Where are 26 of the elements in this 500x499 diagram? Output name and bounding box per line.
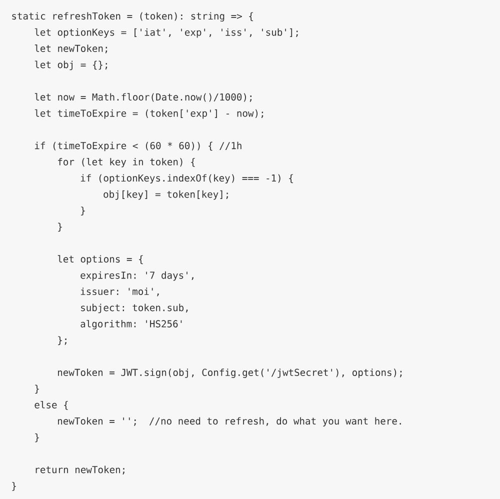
code-line: else { <box>34 400 68 410</box>
code-line: newToken = ''; <box>58 417 136 426</box>
code-line: //no need to refresh, do what you want here. <box>149 417 401 426</box>
code-line: subject: token.sub, <box>81 304 188 314</box>
code-line: let now = Math.floor(Date.now()/1000); <box>34 93 252 102</box>
code-line: let options = { <box>58 255 143 264</box>
code-line: let newToken; <box>34 44 108 54</box>
code-line: } <box>35 384 39 394</box>
code-line: } <box>81 206 85 216</box>
code-line: } <box>58 222 62 232</box>
code-line: static refreshToken = (token): string => { <box>12 12 253 22</box>
code-line: return newToken; <box>36 466 124 474</box>
code-line: if (timeToExpire < (60 * 60)) { //1h <box>35 142 242 152</box>
code-line: newToken = JWT.sign(obj, Config.get('/jwtSecret'), options); <box>58 368 402 378</box>
code-line: } <box>35 433 39 442</box>
code-line: for (let key in token) { <box>58 158 195 168</box>
code-line: expiresIn: '7 days', <box>80 271 194 281</box>
code-line: let timeToExpire = (token['exp'] - now); <box>34 109 264 119</box>
code-line: algorithm: 'HS256' <box>80 320 182 330</box>
code-line: } <box>12 482 16 491</box>
code-line: }; <box>58 336 66 346</box>
code-line: if (optionKeys.indexOf(key) === -1) { <box>80 174 293 184</box>
code-line: issuer: 'moi', <box>80 288 159 296</box>
code-line: obj[key] = token[key]; <box>104 190 228 200</box>
code-line: let obj = {}; <box>34 60 108 70</box>
code-line: let optionKeys = ['iat', 'exp', 'iss', 'sub']; <box>34 28 298 38</box>
